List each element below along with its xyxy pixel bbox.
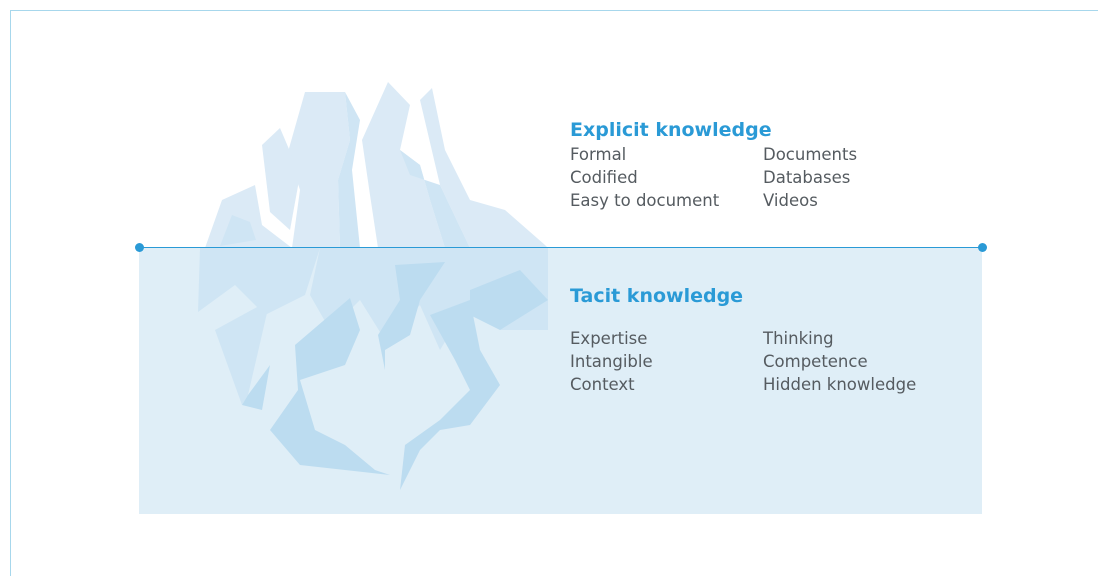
ice-face <box>242 365 270 410</box>
iceberg-tip <box>205 82 548 248</box>
waterline <box>139 247 983 248</box>
explicit-attributes-list: Formal Codified Easy to document <box>570 143 719 212</box>
list-item: Context <box>570 375 635 394</box>
list-item: Easy to document <box>570 191 720 210</box>
list-item: Documents <box>763 145 858 164</box>
list-item: Hidden knowledge <box>763 375 917 394</box>
list-item: Formal <box>570 145 627 164</box>
tacit-attributes-list: Expertise Intangible Context <box>570 327 653 396</box>
ice-face <box>470 270 548 330</box>
ice-face <box>362 82 445 248</box>
ice-face <box>288 92 350 248</box>
list-item: Databases <box>763 168 851 187</box>
list-item: Codified <box>570 168 638 187</box>
ice-face <box>420 88 548 248</box>
ice-face <box>198 248 320 315</box>
ice-face <box>215 300 270 405</box>
list-item: Videos <box>763 191 818 210</box>
ice-face <box>400 300 500 490</box>
waterline-right-dot <box>978 243 987 252</box>
iceberg-shadow-above <box>220 92 470 248</box>
ice-face <box>220 215 256 246</box>
ice-face <box>338 92 360 248</box>
ice-face <box>310 248 548 350</box>
list-item: Thinking <box>763 329 834 348</box>
explicit-knowledge-heading: Explicit knowledge <box>570 119 772 141</box>
ice-face <box>378 262 445 370</box>
ice-face <box>400 150 470 248</box>
ice-face <box>262 128 300 230</box>
list-item: Intangible <box>570 352 653 371</box>
page-frame <box>10 10 1098 576</box>
iceberg-deep <box>242 262 548 490</box>
list-item: Expertise <box>570 329 648 348</box>
explicit-examples-list: Documents Databases Videos <box>763 143 857 212</box>
ice-face <box>270 298 390 475</box>
waterline-left-dot <box>135 243 144 252</box>
tacit-knowledge-heading: Tacit knowledge <box>570 285 744 307</box>
list-item: Competence <box>763 352 868 371</box>
iceberg-body <box>198 248 548 405</box>
tacit-examples-list: Thinking Competence Hidden knowledge <box>763 327 916 396</box>
